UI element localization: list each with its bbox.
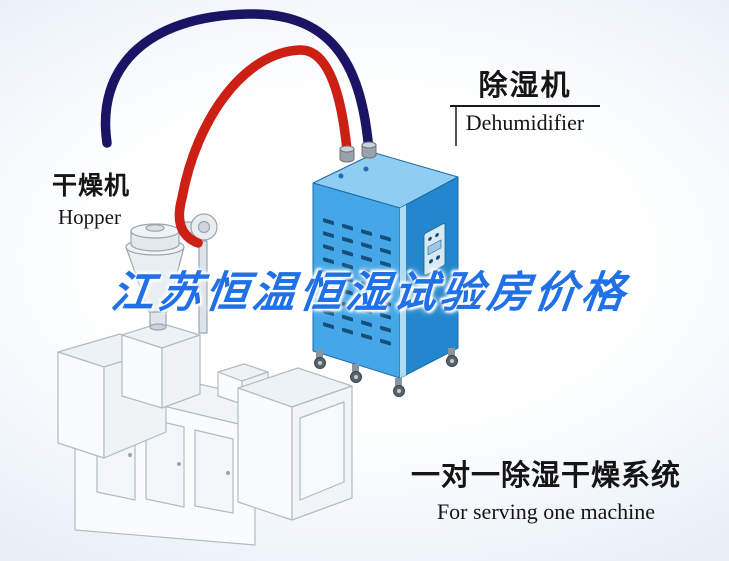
caster-wheel <box>314 350 326 369</box>
extruder-door-2 <box>145 417 185 508</box>
system-label-zh: 一对一除湿干燥系统 <box>410 458 681 492</box>
hose-port-right <box>361 144 377 159</box>
dryer-label-en: Hopper <box>58 205 121 229</box>
dehumidifier-label-en: Dehumidifier <box>465 109 585 135</box>
extruder-machine <box>57 322 353 546</box>
extruder-feedbox-front-face <box>121 334 163 409</box>
caster-wheel <box>350 364 362 383</box>
system-label: 一对一除湿干燥系统 For serving one machine <box>400 452 692 525</box>
hose-ports <box>339 141 377 163</box>
panel-button-4 <box>436 255 440 260</box>
hopper-assembly <box>125 213 218 334</box>
hose-port-right-top <box>361 141 377 149</box>
dryer-label-zh: 干燥机 <box>52 171 131 200</box>
dehumidifier-label-underline <box>450 104 600 107</box>
dehumidifier-label-zh: 除湿机 <box>478 68 572 102</box>
caster-wheel <box>446 348 458 367</box>
hopper-blower-hub <box>197 220 211 234</box>
hose-dark-blue <box>100 9 374 156</box>
extruder-door-3 <box>194 429 234 514</box>
dehumidifier-casters <box>314 348 458 397</box>
panel-display <box>427 239 442 256</box>
hopper-neck-bottom <box>149 323 167 331</box>
dryer-label: 干燥机 Hopper <box>52 166 130 230</box>
dehumidifier-control-panel[interactable] <box>423 223 446 276</box>
extruder-feedbox-side-face <box>161 334 201 409</box>
watermark-title: 江苏恒温恒湿试验房价格 <box>108 268 632 318</box>
extruder-head-front-face <box>237 387 293 521</box>
caster-wheel <box>393 378 405 397</box>
dehumidifier-label: 除湿机 Dehumidifier <box>450 68 600 136</box>
hose-port-left-top <box>339 145 355 153</box>
panel-button-2 <box>435 233 439 238</box>
extruder-motorbox-front-face <box>57 351 105 459</box>
hopper-lid-cap <box>145 224 165 232</box>
hopper-downpipe <box>198 240 208 334</box>
hose-port-left <box>339 148 355 163</box>
door-handle-1 <box>128 453 132 457</box>
door-handle-3 <box>226 471 230 475</box>
top-bolt-1 <box>338 173 344 179</box>
extruder-head-panel <box>299 401 345 501</box>
hose-red <box>174 45 352 248</box>
door-handle-2 <box>177 462 181 466</box>
panel-button-1 <box>428 236 432 241</box>
system-label-en: For serving one machine <box>436 499 656 524</box>
dehumidifier-edge-strip <box>400 205 406 378</box>
top-bolt-2 <box>363 166 369 172</box>
panel-button-3 <box>429 259 433 264</box>
